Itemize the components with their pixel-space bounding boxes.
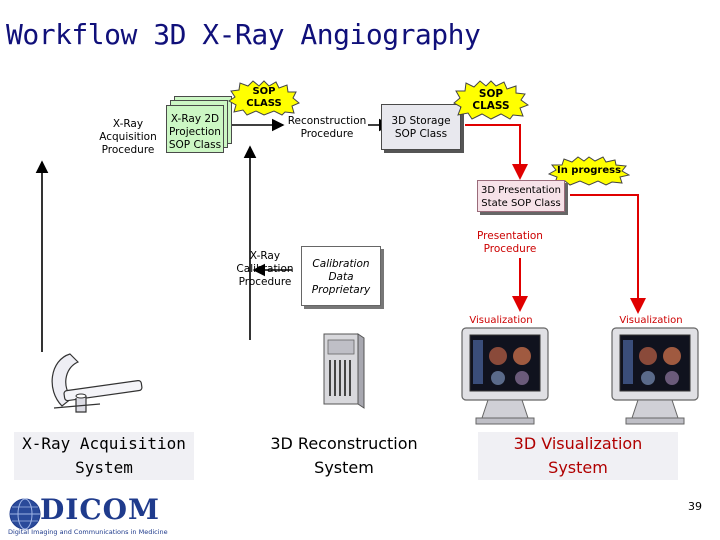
presentation-state-card: 3D Presentation State SOP Class (477, 180, 565, 212)
storage-sop-card: 3D Storage SOP Class (381, 104, 461, 150)
in-progress-badge (548, 156, 630, 186)
sop-class-badge-2-text: SOP CLASS (472, 88, 510, 112)
acquisition-procedure-label: X-Ray Acquisition Procedure (99, 118, 157, 156)
visualization-label-left: Visualization (469, 315, 533, 326)
sop-class-badge-2 (453, 80, 529, 120)
arrow-storage-to-visualization-right (570, 194, 646, 314)
arrow-storage-to-presentation (465, 124, 528, 180)
xray-acquisition-device-icon (51, 353, 143, 413)
calibration-data-card: Calibration Data Proprietary (301, 246, 381, 306)
visualization-system-label: 3D Visualization System (478, 432, 678, 480)
acquisition-system-label: X-Ray Acquisition System (14, 432, 194, 480)
page-number: 39 (688, 500, 702, 513)
reconstruction-system-label: 3D Reconstruction System (270, 434, 418, 477)
presentation-procedure-label: Presentation Procedure (477, 230, 543, 255)
sop-class-badge-1 (228, 80, 300, 116)
calibration-procedure-label: X-Ray Calibration Procedure (236, 250, 294, 288)
sop-class-badge-1-text: SOP CLASS (246, 86, 282, 109)
reconstruction-procedure-label: Reconstruction Procedure (287, 115, 367, 140)
sop-2d-card: X-Ray 2D Projection SOP Class (166, 105, 224, 153)
dicom-tagline: Digital Imaging and Communications in Me… (8, 528, 168, 536)
visualization-label-right: Visualization (619, 315, 683, 326)
dicom-logo-text: DICOM (40, 493, 161, 526)
in-progress-text: In progress (556, 165, 622, 176)
dicom-globe-logo-icon (9, 498, 41, 530)
page-title: Workflow 3D X-Ray Angiography (6, 18, 481, 51)
visualization-monitor-left-icon (461, 327, 549, 425)
reconstruction-workstation-icon (323, 333, 365, 409)
visualization-monitor-right-icon (611, 327, 699, 425)
